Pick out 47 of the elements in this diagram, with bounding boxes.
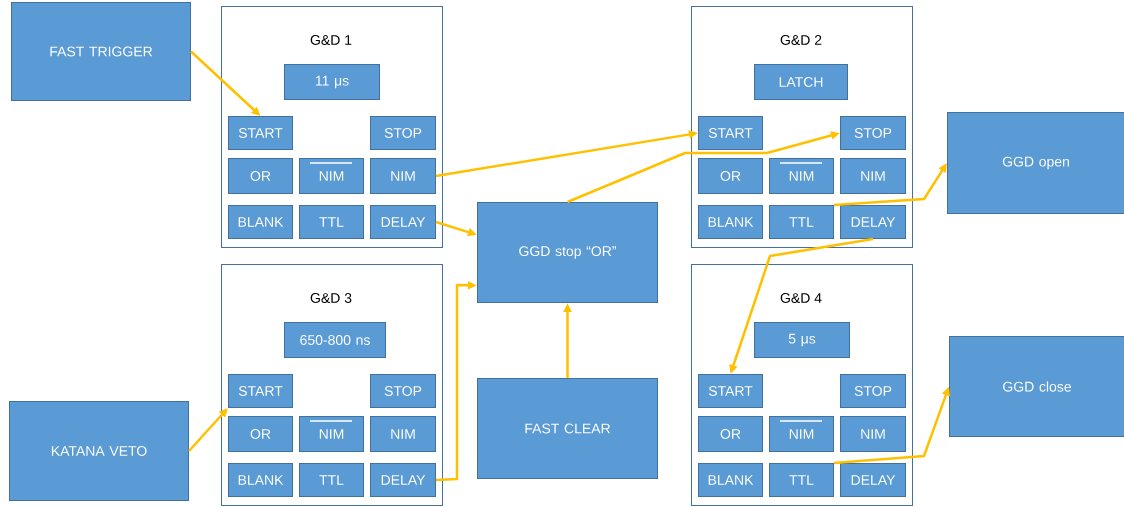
control-box: TTL bbox=[769, 463, 834, 497]
control-box: START bbox=[228, 374, 293, 408]
panel-title: G&D 4 bbox=[780, 293, 822, 303]
control-box: OR bbox=[698, 158, 763, 194]
control-box: NIM bbox=[370, 416, 436, 452]
signal-box: FAST CLEAR bbox=[477, 378, 658, 479]
control-box: BLANK bbox=[698, 463, 763, 497]
control-box: START bbox=[228, 116, 293, 150]
panel-title: G&D 2 bbox=[780, 35, 822, 45]
value-box: 650-800 ns bbox=[284, 322, 386, 358]
control-box: STOP bbox=[370, 374, 436, 408]
control-box: NIM bbox=[370, 158, 436, 194]
control-box: BLANK bbox=[698, 205, 763, 239]
control-box: STOP bbox=[840, 116, 906, 150]
control-box: DELAY bbox=[370, 463, 436, 497]
signal-box: FAST TRIGGER bbox=[11, 2, 191, 101]
signal-box: KATANA VETO bbox=[9, 401, 189, 501]
arrow bbox=[188, 408, 228, 452]
control-box: BLANK bbox=[228, 205, 293, 239]
control-box: NIM bbox=[840, 416, 906, 452]
control-box: NIM bbox=[769, 158, 834, 194]
panel-title: G&D 3 bbox=[310, 293, 352, 303]
value-box: LATCH bbox=[754, 64, 848, 100]
signal-box: GGD close bbox=[949, 336, 1124, 437]
control-box: OR bbox=[228, 416, 293, 452]
signal-box: GGD stop “OR” bbox=[477, 202, 658, 303]
control-box: START bbox=[698, 116, 763, 150]
control-box: DELAY bbox=[370, 205, 436, 239]
control-box: NIM bbox=[299, 416, 364, 452]
control-box: DELAY bbox=[840, 463, 906, 497]
control-box: TTL bbox=[299, 463, 364, 497]
panel-title: G&D 1 bbox=[310, 35, 352, 45]
control-box: BLANK bbox=[228, 463, 293, 497]
control-box: OR bbox=[698, 416, 763, 452]
control-box: DELAY bbox=[840, 205, 906, 239]
control-box: STOP bbox=[370, 116, 436, 150]
signal-box: GGD open bbox=[947, 112, 1124, 214]
control-box: NIM bbox=[769, 416, 834, 452]
control-box: START bbox=[698, 374, 763, 408]
control-box: STOP bbox=[840, 374, 906, 408]
control-box: OR bbox=[228, 158, 293, 194]
value-box: 5 μs bbox=[754, 322, 850, 358]
control-box: TTL bbox=[299, 205, 364, 239]
control-box: NIM bbox=[840, 158, 906, 194]
control-box: TTL bbox=[769, 205, 834, 239]
value-box: 11 μs bbox=[284, 64, 380, 100]
control-box: NIM bbox=[299, 158, 364, 194]
